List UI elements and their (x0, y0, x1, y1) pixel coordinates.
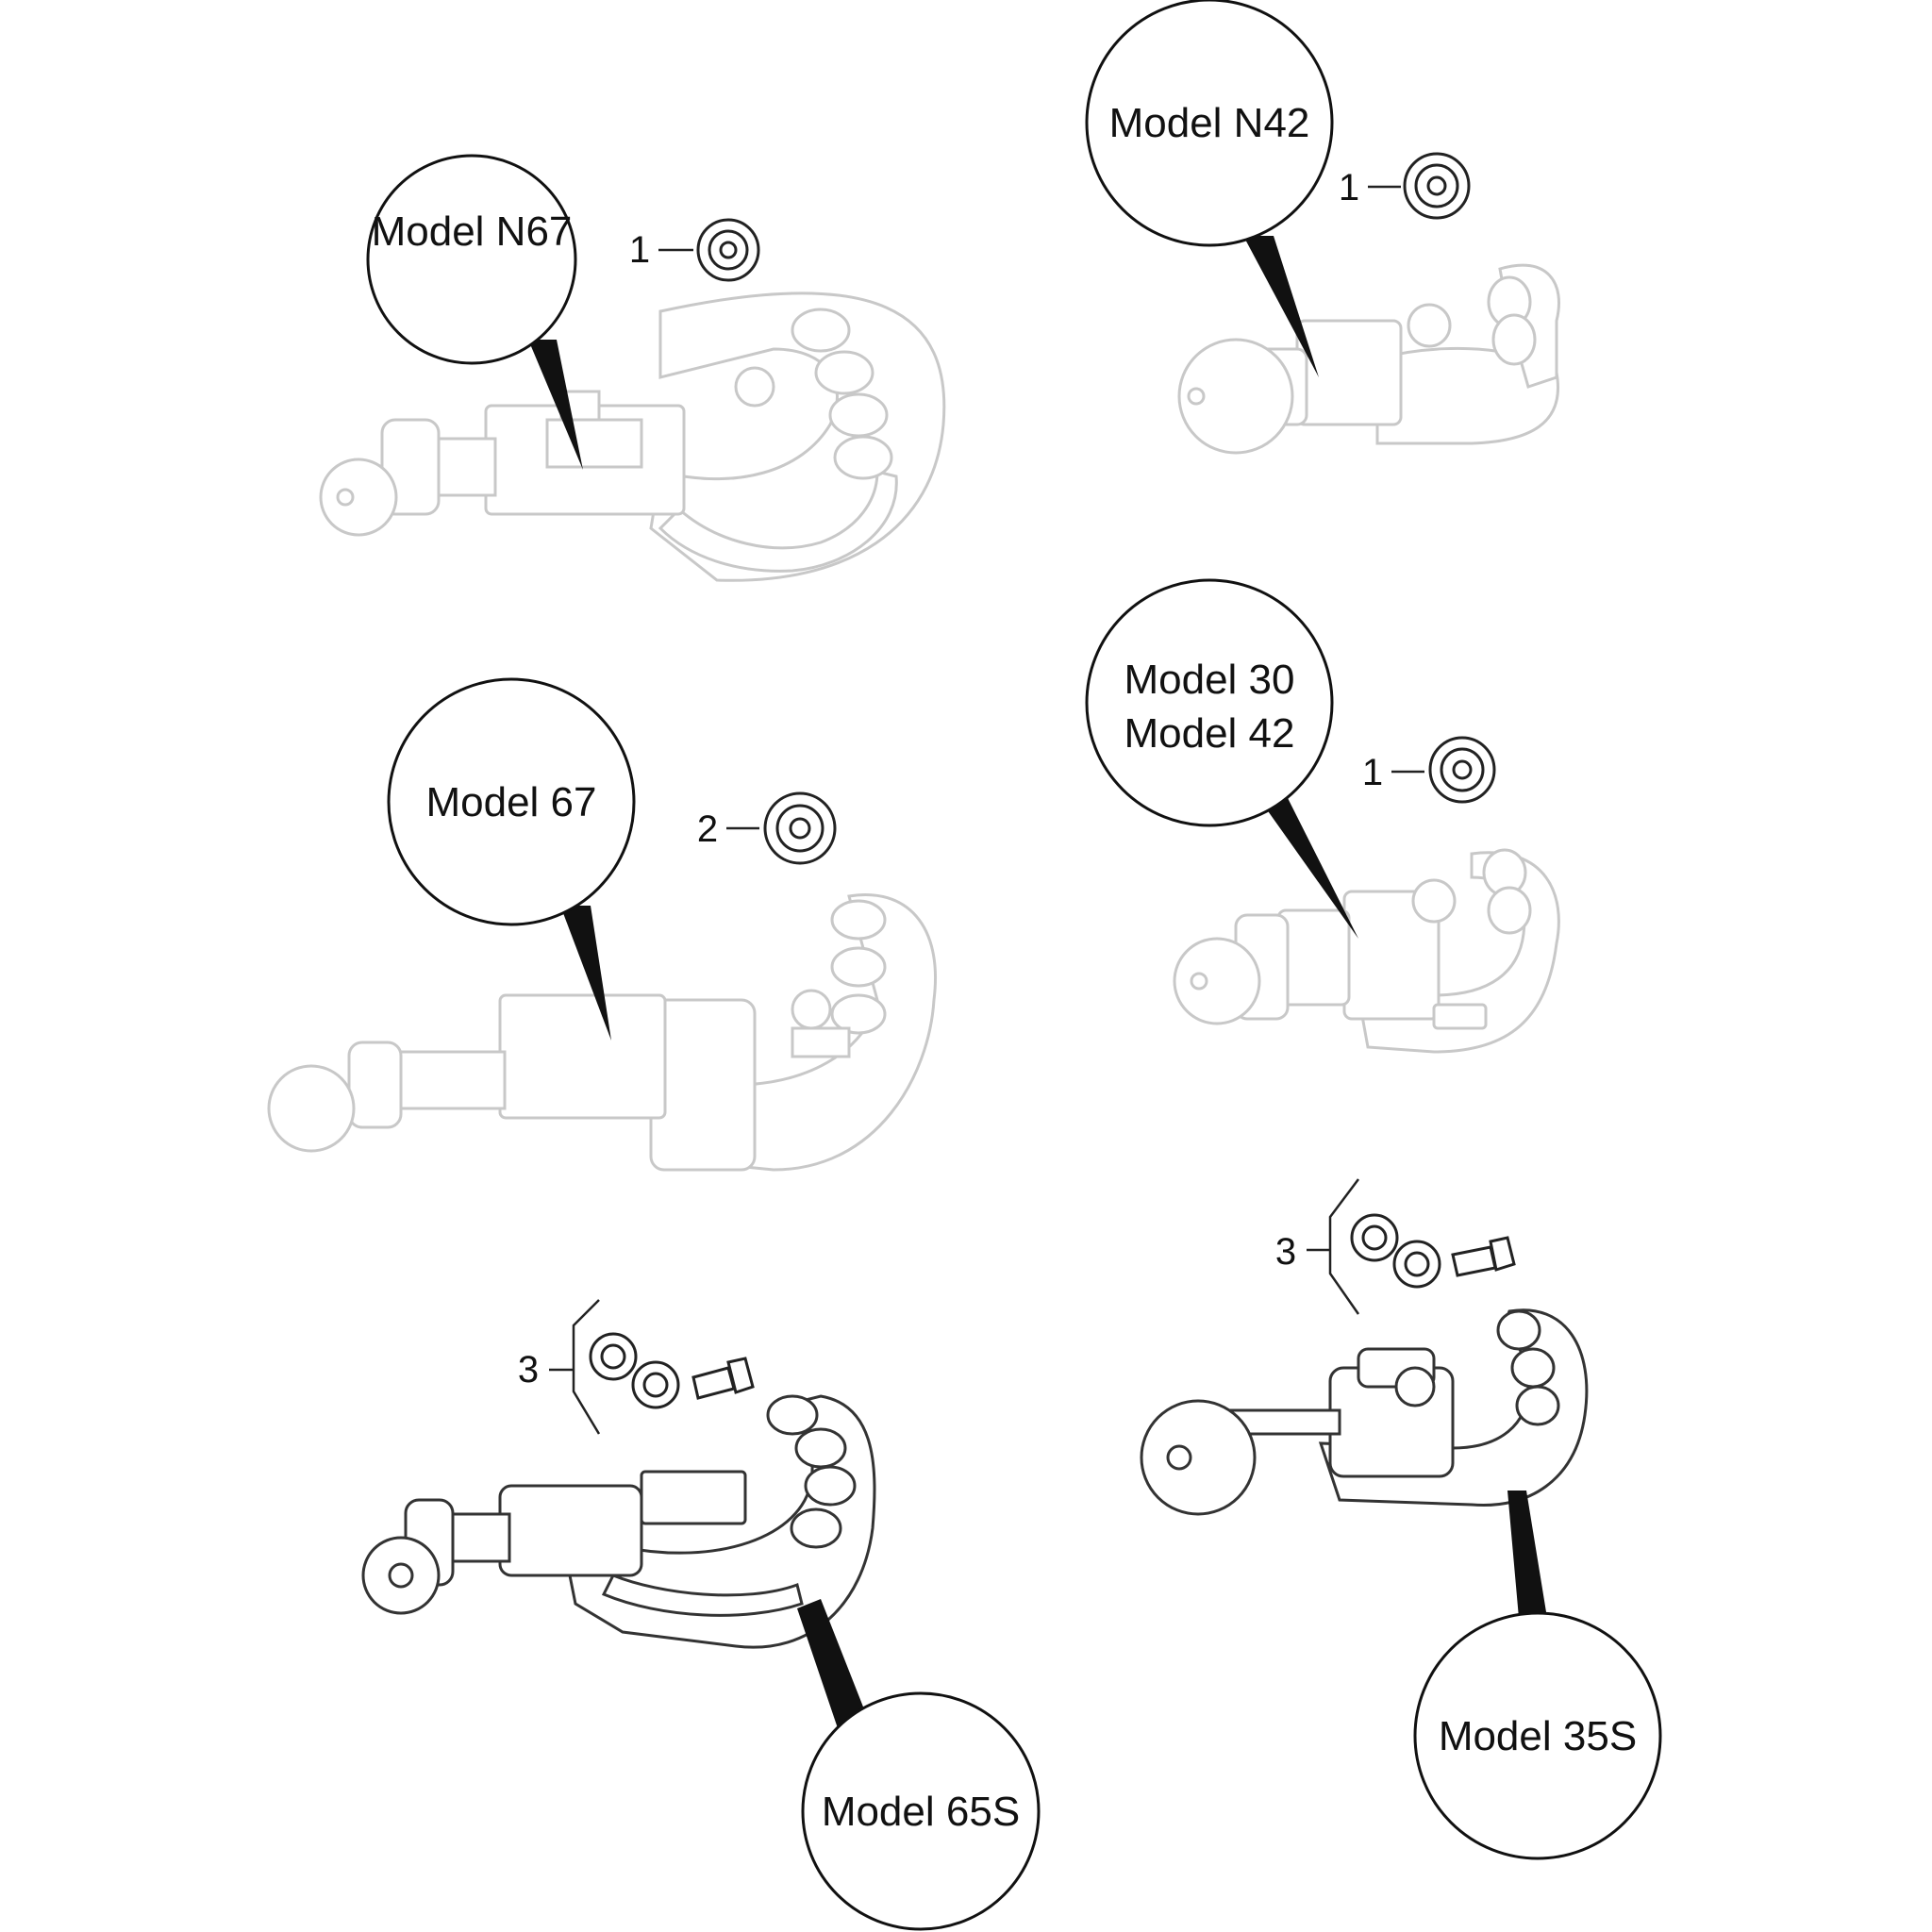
tool-65s-illustration (361, 1394, 876, 1649)
tool-n67-cutter-wheel: 1 (629, 218, 760, 282)
tool-35s-callout: Model 35S (1413, 1491, 1662, 1860)
tool-65s-qty: 3 (518, 1349, 539, 1391)
tool-67-callout: Model 67 (387, 677, 636, 1041)
tool-35s-cutter-set: 3 (1275, 1178, 1516, 1315)
tool-67-illustration (267, 893, 937, 1172)
tool-30-42-cutter-wheel: 1 (1362, 736, 1496, 804)
tool-65s-callout: Model 65S (797, 1599, 1041, 1931)
tool-65s-label: Model 65S (822, 1789, 1020, 1835)
tool-n42-callout: Model N42 (1085, 0, 1334, 377)
tool-30-42-label-line-1: Model 30 (1124, 657, 1294, 703)
tool-n42-cutter-wheel: 1 (1339, 152, 1471, 220)
tool-30-42-label-line-2: Model 42 (1124, 710, 1294, 757)
tool-n67-qty: 1 (629, 229, 650, 271)
tool-67-label: Model 67 (425, 779, 596, 825)
tool-n42-qty: 1 (1339, 167, 1359, 208)
tool-n67-callout: Model N67 (366, 154, 583, 470)
tool-n67: Model N67 1 (319, 154, 946, 582)
tool-35s: Model 35S 3 (1140, 1178, 1662, 1860)
tool-65s-cutter-set: 3 (518, 1299, 755, 1435)
tool-30-42-callout: Model 30 Model 42 (1085, 578, 1358, 939)
tool-35s-qty: 3 (1275, 1231, 1296, 1273)
tool-n42: Model N42 1 (1085, 0, 1560, 455)
tool-30-42-illustration (1173, 848, 1560, 1054)
tool-n67-label: Model N67 (372, 208, 573, 255)
tool-n42-label: Model N42 (1109, 100, 1310, 146)
tool-35s-label: Model 35S (1439, 1713, 1637, 1759)
tool-30-42-qty: 1 (1362, 752, 1383, 793)
tool-65s: Model 65S 3 (361, 1299, 1041, 1931)
tool-67: Model 67 2 (267, 677, 937, 1172)
tool-67-qty: 2 (697, 808, 718, 850)
tool-n42-illustration (1177, 263, 1560, 455)
tool-30-42: Model 30 Model 42 1 (1085, 578, 1560, 1054)
tool-35s-illustration (1140, 1308, 1589, 1516)
tool-67-cutter-wheel: 2 (697, 791, 837, 865)
tool-n67-illustration (319, 291, 946, 582)
